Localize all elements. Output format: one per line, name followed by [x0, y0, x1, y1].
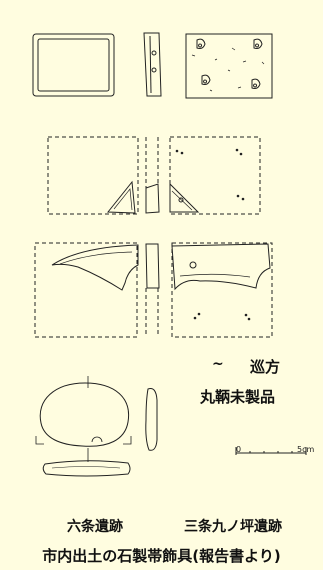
figure-caption: 市内出土の石製帯飾具(報告書より)	[42, 547, 281, 565]
fragment-edge-back	[171, 242, 273, 338]
blank-round-front	[35, 376, 132, 462]
range-tilde: ~	[212, 356, 224, 372]
site-label-sanjo: 三条九ノ坪遺跡	[184, 519, 282, 535]
type-label-junpo: 巡方	[250, 358, 281, 376]
scale-start-label: 0	[236, 445, 242, 454]
blank-round-side	[145, 388, 158, 451]
scale-end-label: 5cm	[297, 445, 315, 454]
plaque-square-side	[143, 32, 162, 97]
plaque-square-front	[32, 33, 115, 97]
type-label-marutomo: 丸鞆未製品	[200, 388, 276, 406]
fragment-corner-front	[47, 136, 139, 215]
plaque-square-back	[185, 33, 273, 99]
scale-bar	[235, 447, 307, 455]
fragment-corner-side	[145, 137, 160, 214]
blank-round-bottom	[42, 460, 131, 477]
fragment-corner-back	[169, 136, 261, 215]
fragment-edge-side	[145, 243, 160, 337]
fragment-edge-front	[34, 242, 139, 338]
site-label-rokujo: 六条遺跡	[67, 519, 123, 535]
